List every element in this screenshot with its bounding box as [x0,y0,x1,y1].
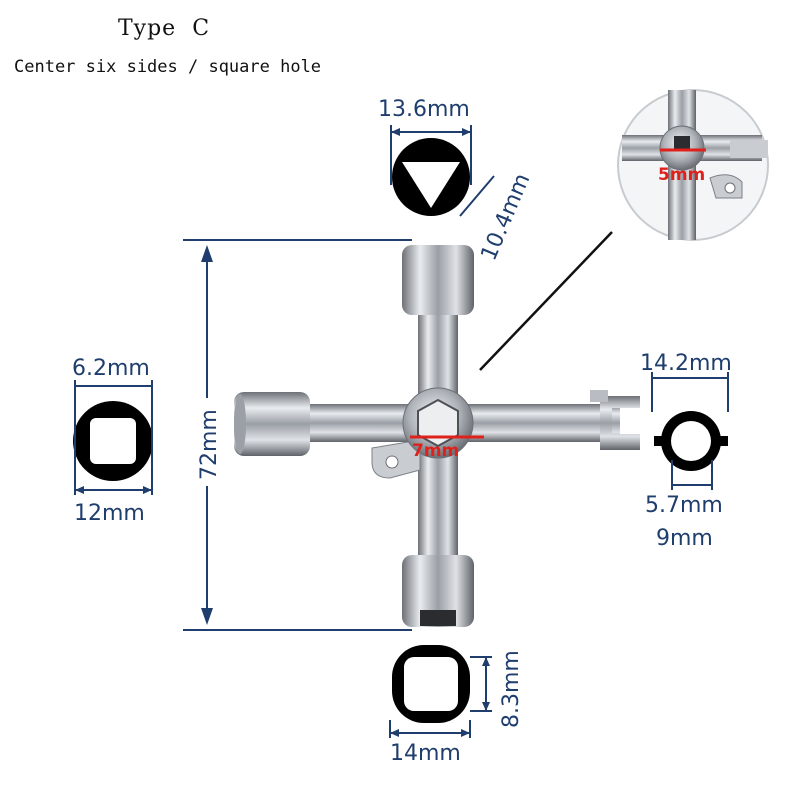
top-width-label: 13.6mm [378,97,470,122]
left-socket [234,392,310,456]
height-dimension: 72mm [183,239,412,631]
height-label: 72mm [197,409,222,480]
bottom-socket [402,555,474,627]
right-blade-tab [590,390,608,402]
left-socket-face [234,394,246,454]
left-profile: 6.2mm 12mm [72,356,153,526]
top-depth-label: 10.4mm [477,170,536,264]
inset-zoom: 5mm [479,89,769,371]
left-inner-label: 6.2mm [72,356,150,381]
bottom-socket-hole [420,610,456,626]
inset-size-label: 5mm [658,165,705,185]
center-size-label: 7mm [412,441,459,461]
cross-key: 7mm [234,245,640,627]
bottom-profile: 14mm 8.3mm [389,645,524,766]
page-subtitle: Center six sides / square hole [14,57,322,77]
bottom-height-label: 8.3mm [499,650,524,728]
right-inner-label: 5.7mm [645,493,723,518]
pointer-line [479,231,613,371]
bottom-width-label: 14mm [390,741,461,766]
left-outer-label: 12mm [74,501,145,526]
tab-hole [385,455,399,469]
hex-hole [417,398,459,448]
right-profile: 14.2mm 5.7mm 9mm [640,351,732,551]
right-depth-label: 9mm [656,526,713,551]
right-blade [600,396,640,450]
right-outer-label: 14.2mm [640,351,732,376]
top-socket [402,245,474,315]
page-title: Type C [118,16,211,41]
